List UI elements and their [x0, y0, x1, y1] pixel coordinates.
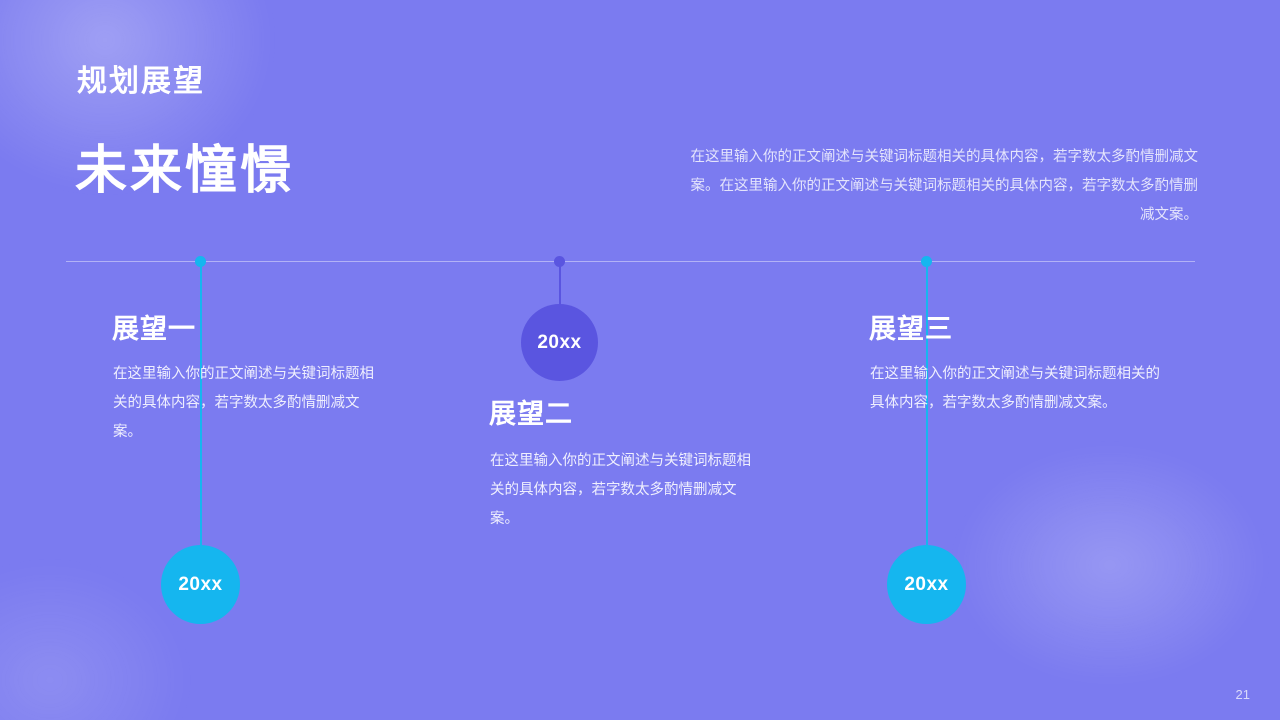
- decorative-glow-bottom-left: [0, 570, 180, 720]
- intro-paragraph: 在这里输入你的正文阐述与关键词标题相关的具体内容，若字数太多酌情删减文案。在这里…: [690, 149, 1199, 223]
- timeline-item-body-1: 在这里输入你的正文阐述与关键词标题相关的具体内容，若字数太多酌情删减文案。: [113, 366, 374, 440]
- timeline-stem-2: [558, 261, 561, 307]
- page-title: 未来憧憬: [75, 142, 296, 200]
- timeline-year-bubble-3[interactable]: 20xx: [887, 545, 966, 624]
- timeline-item-body-2: 在这里输入你的正文阐述与关键词标题相关的具体内容，若字数太多酌情删减文案。: [490, 453, 751, 527]
- timeline-year-label-1: 20xx: [178, 573, 223, 595]
- timeline-year-bubble-1[interactable]: 20xx: [161, 545, 240, 624]
- timeline-item-title-1: 展望一: [112, 314, 196, 344]
- timeline-year-label-3: 20xx: [904, 573, 949, 595]
- timeline-stem-1: [199, 261, 202, 546]
- page-number: 21: [1235, 687, 1250, 702]
- decorative-glow-bottom-right: [960, 450, 1260, 680]
- timeline-item-title-2: 展望二: [489, 399, 573, 429]
- timeline-item-body-3: 在这里输入你的正文阐述与关键词标题相关的具体内容，若字数太多酌情删减文案。: [870, 366, 1160, 411]
- timeline-axis: [66, 261, 1195, 262]
- timeline-year-label-2: 20xx: [537, 331, 582, 353]
- section-kicker: 规划展望: [77, 65, 205, 98]
- timeline-stem-3: [925, 261, 928, 546]
- timeline-year-bubble-2[interactable]: 20xx: [521, 304, 598, 381]
- timeline-item-title-3: 展望三: [869, 314, 953, 344]
